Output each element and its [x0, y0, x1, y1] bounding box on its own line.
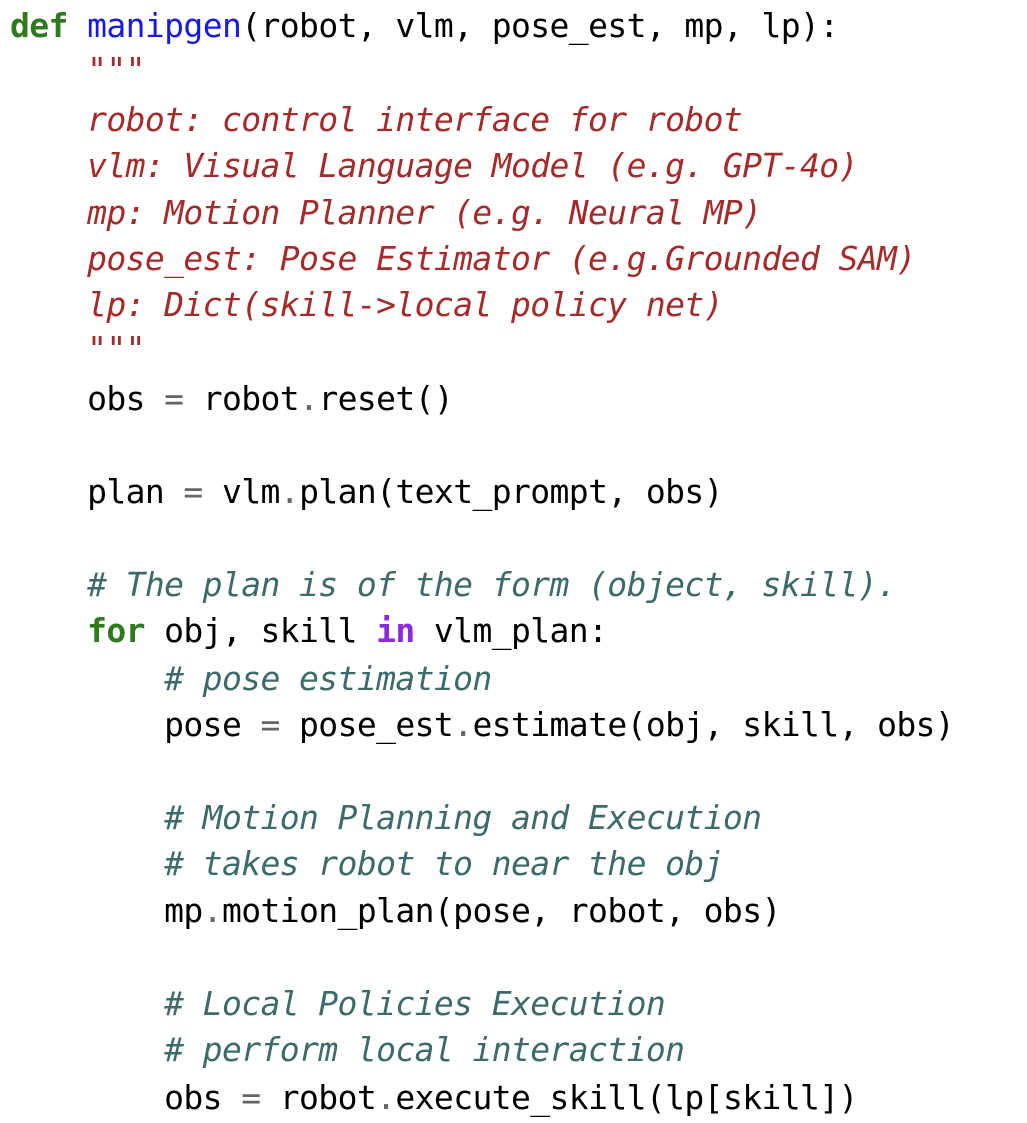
code-line-estimate: pose = pose_est.estimate(obj, skill, obs… — [10, 703, 955, 747]
comment-line: # Local Policies Execution — [10, 984, 666, 1023]
comment-line: # perform local interaction — [10, 1030, 685, 1069]
code-text: pose — [10, 705, 261, 744]
code-text: reset() — [318, 379, 454, 418]
keyword-in: in — [376, 611, 415, 650]
keyword-for: for — [87, 611, 145, 650]
code-text: execute_skill(lp[skill]) — [395, 1078, 858, 1117]
operator-dot: . — [202, 891, 223, 930]
operator-assign: = — [183, 472, 203, 511]
code-line-def: def manipgen(robot, vlm, pose_est, mp, l… — [10, 4, 839, 48]
docstring-line: mp: Motion Planner (e.g. Neural MP) — [10, 193, 762, 232]
docstring-close: """ — [10, 329, 145, 368]
function-name: manipgen — [87, 6, 242, 45]
code-text: obj, skill — [144, 611, 377, 650]
code-text: vlm_plan: — [414, 611, 608, 650]
code-line-motion-plan: mp.motion_plan(pose, robot, obs) — [10, 889, 781, 933]
operator-dot: . — [453, 705, 473, 744]
operator-assign: = — [241, 1078, 261, 1117]
keyword-def: def — [10, 6, 68, 45]
docstring-line: vlm: Visual Language Model (e.g. GPT-4o) — [10, 146, 858, 185]
code-line-reset: obs = robot.reset() — [10, 377, 454, 421]
comment-line: # The plan is of the form (object, skill… — [10, 565, 897, 604]
comment-line: # Motion Planning and Execution — [10, 798, 762, 837]
operator-dot: . — [279, 472, 300, 511]
code-text: pose_est — [279, 705, 454, 744]
code-text: estimate(obj, skill, obs) — [472, 705, 955, 744]
function-params: (robot, vlm, pose_est, mp, lp): — [241, 6, 839, 45]
docstring-line: pose_est: Pose Estimator (e.g.Grounded S… — [10, 239, 916, 278]
code-text: obs — [10, 379, 165, 418]
code-line-plan: plan = vlm.plan(text_prompt, obs) — [10, 470, 723, 514]
code-text: robot — [260, 1078, 377, 1117]
code-text: plan — [10, 472, 184, 511]
code-text: mp — [10, 891, 203, 930]
operator-dot: . — [376, 1078, 396, 1117]
code-text: vlm — [202, 472, 280, 511]
code-text: plan(text_prompt, obs) — [299, 472, 723, 511]
docstring-line: lp: Dict(skill->local policy net) — [10, 285, 723, 324]
code-text: obs — [10, 1078, 242, 1117]
code-text: motion_plan(pose, robot, obs) — [221, 891, 781, 930]
code-text: robot — [183, 379, 300, 418]
comment-line: # pose estimation — [10, 659, 492, 698]
docstring-line: robot: control interface for robot — [10, 100, 743, 139]
code-text — [68, 6, 87, 45]
docstring-open: """ — [10, 50, 145, 89]
operator-assign: = — [164, 379, 184, 418]
operator-assign: = — [260, 705, 280, 744]
code-line-for: for obj, skill in vlm_plan: — [10, 609, 608, 653]
comment-line: # takes robot to near the obj — [10, 844, 723, 883]
code-line-execute: obs = robot.execute_skill(lp[skill]) — [10, 1076, 858, 1120]
operator-dot: . — [299, 379, 319, 418]
code-text — [10, 611, 87, 650]
